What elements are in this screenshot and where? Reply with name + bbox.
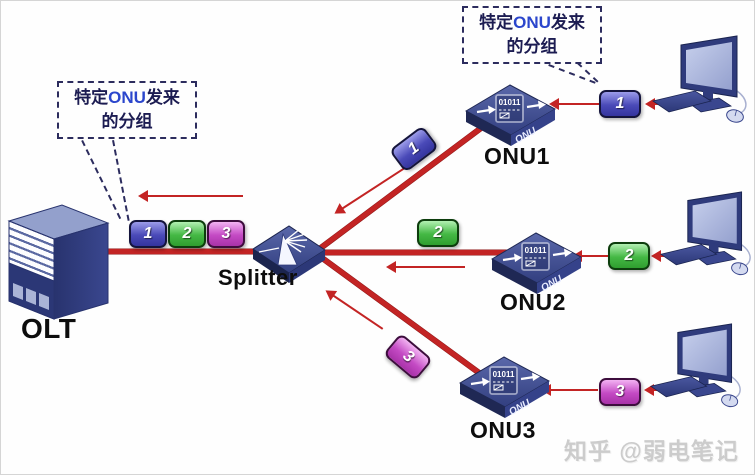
onu1-device-icon: 01011 ONU: [464, 84, 557, 146]
onu3-label: ONU3: [470, 417, 536, 443]
callout-top-line2: 的分组: [506, 36, 558, 56]
olt-label: OLT: [21, 313, 77, 344]
packet-branch1-nearpc: 1: [599, 90, 641, 118]
packet-branch2-online: 2: [417, 219, 459, 247]
packet-branch2-nearpc: 2: [608, 242, 650, 270]
upstream-arrow-branch2: [386, 261, 465, 273]
keyboard-icon: [652, 90, 712, 113]
pc2-icon: [659, 191, 751, 276]
onu2-device-icon: 01011 ONU: [490, 232, 583, 294]
packet-flow-icon: 01011: [502, 242, 572, 271]
fiber-splitter-onu2: [316, 250, 508, 255]
packet-branch3-online: 3: [382, 332, 434, 382]
olt-base-slots: [13, 283, 49, 310]
arrow-packet-to-onu1: [549, 98, 599, 110]
splitter-label: Splitter: [218, 265, 298, 290]
packet-flow-icon: 01011: [470, 366, 540, 395]
mouse-icon: [731, 262, 749, 276]
packet-branch3-nearpc: 3: [599, 378, 641, 406]
keyboard-icon: [649, 376, 708, 398]
svg-text:01011: 01011: [499, 98, 521, 107]
watermark: 知乎 @弱电笔记: [564, 438, 739, 464]
callout-top-line1: 特定ONU发来: [479, 13, 585, 32]
packet-flow-icon: 01011: [476, 94, 546, 123]
callout-left: 特定ONU发来 的分组: [57, 81, 197, 139]
splitter-device-icon: [252, 225, 326, 283]
olt-device-icon: [7, 204, 110, 320]
splitter-prism-icon: [258, 228, 308, 266]
pc3-icon: [649, 323, 741, 408]
svg-text:01011: 01011: [525, 246, 547, 255]
onu1-label: ONU1: [484, 143, 550, 169]
packet-queue-2: 2: [168, 220, 206, 248]
callout-left-line2: 的分组: [101, 111, 153, 131]
onu2-label: ONU2: [500, 289, 566, 315]
arrow-packet-to-onu3: [541, 384, 598, 396]
callout-left-line1: 特定ONU发来: [74, 88, 180, 107]
packet-queue-3: 3: [207, 220, 245, 248]
packet-queue-1: 1: [129, 220, 167, 248]
svg-text:01011: 01011: [493, 370, 515, 379]
upstream-arrow-to-olt: [138, 190, 243, 202]
onu3-device-icon: 01011 ONU: [458, 356, 551, 418]
keyboard-icon: [659, 244, 718, 266]
callout-top: 特定ONU发来 的分组: [462, 6, 602, 64]
pc1-icon: [652, 35, 747, 123]
fiber-olt-splitter: [104, 249, 272, 254]
mouse-icon: [721, 394, 739, 408]
mouse-icon: [726, 109, 744, 123]
